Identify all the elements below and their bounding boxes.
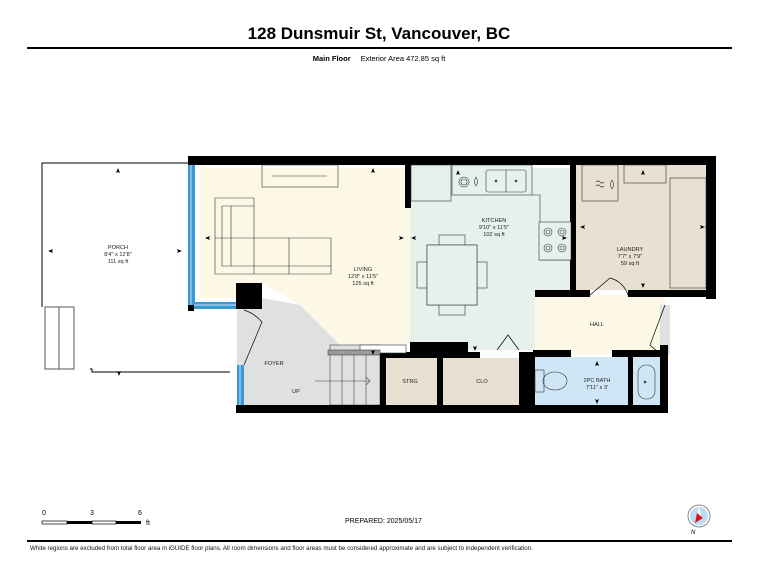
laundry-label: LAUNDRY bbox=[617, 247, 644, 253]
living-dims: 12'8" x 11'5" bbox=[348, 274, 378, 280]
floor-label: Main Floor bbox=[312, 54, 351, 63]
porch-area-text: 111 sq ft bbox=[108, 259, 129, 265]
compass-north-label: N bbox=[691, 530, 696, 536]
prepared-date: PREPARED: 2025/05/17 bbox=[345, 518, 422, 525]
bath-dims: 7'11" x 3' bbox=[586, 385, 608, 391]
tv-console-icon bbox=[261, 164, 339, 188]
dimension-arrows bbox=[205, 168, 705, 404]
closet-label: CLO bbox=[476, 379, 488, 385]
laundry-area-text: 59 sq ft bbox=[621, 261, 640, 267]
storage-room bbox=[386, 358, 437, 405]
scale-tick-3: 3 bbox=[90, 510, 94, 517]
kitchen-dims: 9'10" x 11'5" bbox=[479, 225, 509, 231]
laundry-room bbox=[575, 165, 712, 290]
foyer-area bbox=[237, 298, 340, 405]
kitchen-area-text: 102 sq ft bbox=[483, 232, 505, 238]
compass-icon: N bbox=[687, 504, 711, 536]
dining-table-icon bbox=[416, 234, 488, 316]
living-area-text: 125 sq ft bbox=[352, 281, 374, 287]
toilet-icon bbox=[534, 369, 568, 393]
footer-disclaimer: White regions are excluded from total fl… bbox=[30, 545, 533, 552]
walls bbox=[188, 156, 716, 413]
dishwasher-icon bbox=[458, 176, 478, 188]
foyer-label: FOYER bbox=[264, 361, 283, 367]
living-room bbox=[200, 168, 410, 345]
footer-divider bbox=[27, 540, 732, 542]
closet-room bbox=[443, 358, 519, 405]
storage-label: STRG bbox=[402, 379, 418, 385]
kitchen-label: KITCHEN bbox=[482, 218, 507, 224]
hall-label: HALL bbox=[590, 322, 604, 328]
scale-tick-0: 0 bbox=[42, 510, 46, 517]
bath-label: 2PC BATH bbox=[584, 378, 611, 384]
stair-treads bbox=[315, 349, 381, 405]
doors bbox=[243, 277, 666, 366]
living-label: LIVING bbox=[354, 267, 372, 273]
porch-dims: 8'4" x 12'8" bbox=[104, 252, 132, 258]
windows bbox=[188, 165, 244, 405]
scale-tick-6: 6 bbox=[138, 510, 142, 517]
sink-icon bbox=[485, 169, 527, 193]
exterior-area: Exterior Area 472.85 sq ft bbox=[360, 54, 446, 63]
hall-closet-strip bbox=[660, 305, 670, 355]
washer-dryer-icon bbox=[581, 164, 707, 289]
scale-bar-graphic bbox=[41, 520, 141, 525]
page-title: 128 Dunsmuir St, Vancouver, BC bbox=[247, 24, 511, 43]
sofa-icon bbox=[214, 197, 332, 275]
header-divider bbox=[27, 47, 732, 49]
floor-subtitle: Main Floor Exterior Area 472.85 sq ft bbox=[0, 54, 758, 63]
laundry-dims: 7'7" x 7'9" bbox=[618, 254, 642, 260]
porch-area bbox=[41, 162, 230, 376]
living-bench-icon bbox=[359, 344, 407, 354]
porch-label: PORCH bbox=[108, 245, 128, 251]
scale-unit: ft bbox=[146, 520, 150, 527]
hall-room bbox=[535, 295, 665, 355]
bath-sink-icon bbox=[637, 364, 656, 400]
stairs-up-label: UP bbox=[292, 389, 300, 395]
